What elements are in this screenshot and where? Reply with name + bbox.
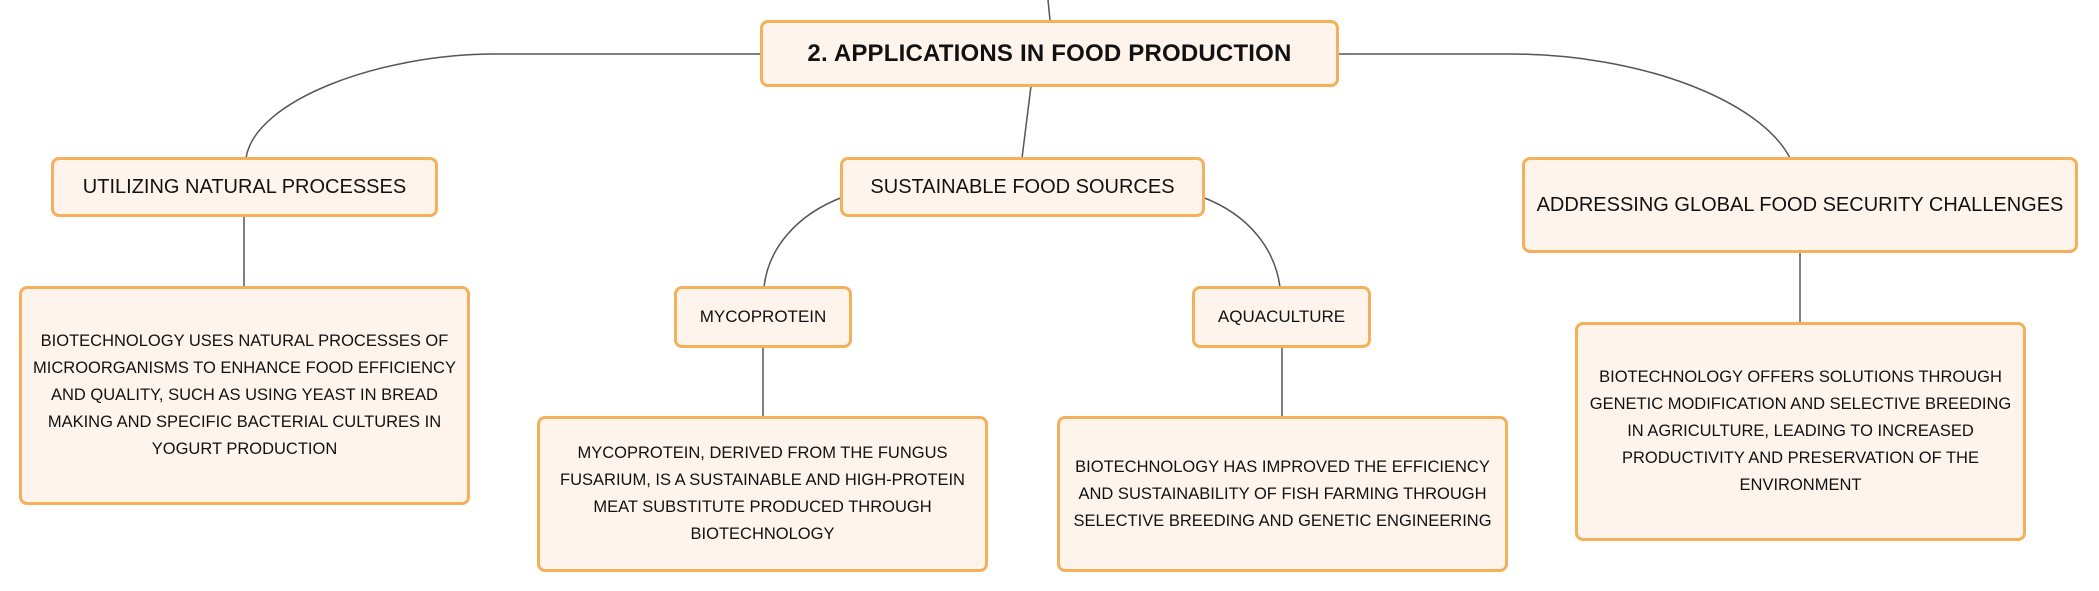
node-sustainable-food-sources[interactable]: SUSTAINABLE FOOD SOURCES [840, 157, 1205, 217]
desc-utilizing-natural-processes[interactable]: BIOTECHNOLOGY USES NATURAL PROCESSES OF … [19, 286, 470, 505]
connector-root-to-food-security [1338, 53, 1791, 159]
node-description: BIOTECHNOLOGY OFFERS SOLUTIONS THROUGH G… [1589, 368, 2012, 494]
node-label: MYCOPROTEIN [699, 307, 827, 326]
desc-addressing-global-food-security[interactable]: BIOTECHNOLOGY OFFERS SOLUTIONS THROUGH G… [1575, 322, 2026, 541]
connector-root-to-natural-processes [245, 53, 760, 159]
node-description: BIOTECHNOLOGY HAS IMPROVED THE EFFICIENC… [1073, 457, 1492, 530]
node-aquaculture[interactable]: AQUACULTURE [1192, 286, 1371, 348]
node-addressing-global-food-security[interactable]: ADDRESSING GLOBAL FOOD SECURITY CHALLENG… [1522, 157, 2078, 253]
desc-aquaculture[interactable]: BIOTECHNOLOGY HAS IMPROVED THE EFFICIENC… [1057, 416, 1508, 572]
node-label: SUSTAINABLE FOOD SOURCES [870, 175, 1175, 198]
node-utilizing-natural-processes[interactable]: UTILIZING NATURAL PROCESSES [51, 157, 438, 217]
root-node[interactable]: 2. APPLICATIONS IN FOOD PRODUCTION [760, 20, 1339, 87]
root-node-label: 2. APPLICATIONS IN FOOD PRODUCTION [807, 39, 1292, 67]
connector-root-to-sustainable-sources [1021, 85, 1032, 159]
node-label: ADDRESSING GLOBAL FOOD SECURITY CHALLENG… [1536, 193, 2064, 216]
connector-sustainable-to-mycoprotein [763, 196, 844, 288]
connector-sustainable-to-aquaculture [1201, 196, 1281, 288]
node-description: MYCOPROTEIN, DERIVED FROM THE FUNGUS FUS… [560, 444, 965, 543]
node-description: BIOTECHNOLOGY USES NATURAL PROCESSES OF … [33, 332, 456, 458]
node-label: AQUACULTURE [1217, 307, 1346, 326]
node-mycoprotein[interactable]: MYCOPROTEIN [674, 286, 852, 348]
desc-mycoprotein[interactable]: MYCOPROTEIN, DERIVED FROM THE FUNGUS FUS… [537, 416, 988, 572]
connector-root-parent [1047, 0, 1051, 21]
node-label: UTILIZING NATURAL PROCESSES [82, 175, 407, 198]
